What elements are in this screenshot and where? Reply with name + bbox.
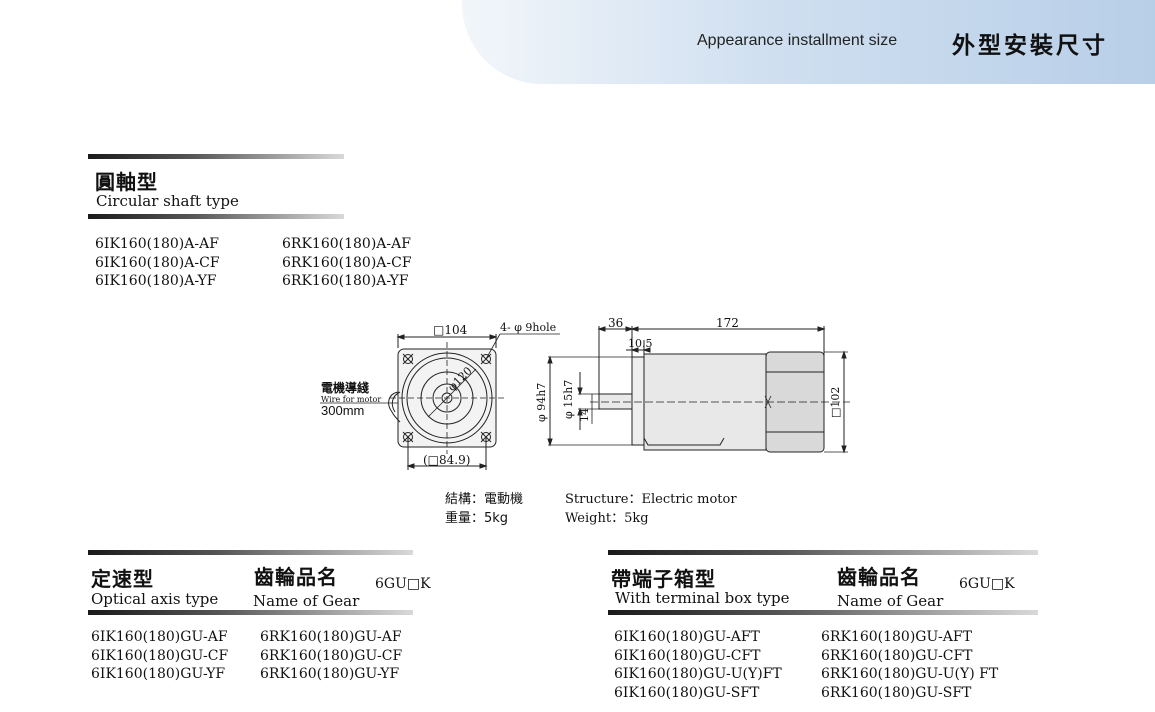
list-item: 6IK160(180)GU-CF <box>91 647 229 664</box>
optical-title-zh: 定速型 <box>91 567 154 591</box>
section-bar-bottom <box>88 214 344 219</box>
optical-gear-en: Name of Gear <box>253 592 360 610</box>
optical-title-en: Optical axis type <box>91 590 219 608</box>
terminal-bar-top <box>608 550 1038 555</box>
list-item: 6IK160(180)GU-YF <box>91 666 226 682</box>
circular-title-en: Circular shaft type <box>96 192 239 210</box>
dim-36: 36 <box>608 316 623 330</box>
wire-label-en: Wire for motor <box>321 395 381 404</box>
circular-title-zh: 圓軸型 <box>95 170 158 194</box>
terminal-gear-en: Name of Gear <box>837 592 944 610</box>
wire-length: 300mm <box>321 403 364 418</box>
wire-label-zh: 電機導綫 <box>321 380 369 395</box>
dim-holes: 4- φ 9hole <box>500 321 556 334</box>
section-bar-top <box>88 154 344 159</box>
dim-15: φ 15h7 <box>562 380 575 419</box>
optical-models-right: 6RK160(180)GU-AF 6RK160(180)GU-CF 6RK160… <box>260 628 402 684</box>
terminal-gear-code: 6GU□K <box>959 576 1015 592</box>
list-item: 6RK160(180)A-CF <box>282 254 412 271</box>
header-band <box>462 0 1155 84</box>
side-view <box>547 326 850 454</box>
list-item: 6RK160(180)GU-SFT <box>821 684 972 701</box>
dim-14: 14 <box>578 408 591 422</box>
list-item: 6IK160(180)GU-SFT <box>614 684 760 701</box>
front-view <box>320 333 560 470</box>
dim-172: 172 <box>716 316 739 330</box>
terminal-models-left: 6IK160(180)GU-AFT 6IK160(180)GU-CFT 6IK1… <box>614 628 782 702</box>
list-item: 6RK160(180)GU-CF <box>260 647 403 664</box>
spec-structure-en: Structure：Electric motor <box>565 492 737 507</box>
list-item: 6RK160(180)GU-U(Y) FT <box>821 666 999 682</box>
dim-sq849: (□84.9) <box>423 453 470 467</box>
spec-weight-en: Weight：5kg <box>565 511 649 526</box>
list-item: 6RK160(180)GU-AFT <box>821 629 972 645</box>
list-item: 6RK160(180)GU-YF <box>260 666 400 682</box>
header-title-en: Appearance installment size <box>697 32 898 49</box>
list-item: 6IK160(180)GU-U(Y)FT <box>614 666 782 682</box>
motor-drawing: □104 4- φ 9hole φ120 (□84.9) 電機導綫 Wire f… <box>320 316 850 470</box>
dim-sq104: □104 <box>433 323 468 337</box>
list-item: 6IK160(180)GU-CFT <box>614 647 761 664</box>
spec-structure-zh: 結構：電動機 <box>445 492 524 507</box>
header-title-zh: 外型安裝尺寸 <box>952 33 1108 59</box>
terminal-title-en: With terminal box type <box>615 589 790 607</box>
dim-105: 10.5 <box>628 337 653 350</box>
list-item: 6RK160(180)A-YF <box>282 273 409 289</box>
list-item: 6IK160(180)GU-AFT <box>614 629 760 645</box>
list-item: 6IK160(180)GU-AF <box>91 629 228 645</box>
dim-94: φ 94h7 <box>535 383 548 422</box>
optical-bar-top <box>88 550 413 555</box>
circular-models-left: 6IK160(180)A-AF 6IK160(180)A-CF 6IK160(1… <box>95 235 220 291</box>
spec-weight-zh: 重量：5kg <box>445 511 509 526</box>
terminal-models-right: 6RK160(180)GU-AFT 6RK160(180)GU-CFT 6RK1… <box>821 628 998 702</box>
list-item: 6RK160(180)A-AF <box>282 236 411 252</box>
optical-gear-code: 6GU□K <box>375 576 431 592</box>
terminal-title-zh: 帶端子箱型 <box>611 567 716 591</box>
terminal-gear-zh: 齒輪品名 <box>837 565 921 589</box>
list-item: 6IK160(180)A-CF <box>95 254 220 271</box>
list-item: 6RK160(180)GU-CFT <box>821 647 973 664</box>
terminal-bar-bottom <box>608 610 1038 615</box>
circular-models-right: 6RK160(180)A-AF 6RK160(180)A-CF 6RK160(1… <box>282 235 412 291</box>
dim-102: □102 <box>829 387 842 418</box>
list-item: 6RK160(180)GU-AF <box>260 629 402 645</box>
list-item: 6IK160(180)A-AF <box>95 236 219 252</box>
optical-gear-zh: 齒輪品名 <box>254 565 338 589</box>
list-item: 6IK160(180)A-YF <box>95 273 217 289</box>
optical-models-left: 6IK160(180)GU-AF 6IK160(180)GU-CF 6IK160… <box>91 628 228 684</box>
optical-bar-bottom <box>88 610 413 615</box>
